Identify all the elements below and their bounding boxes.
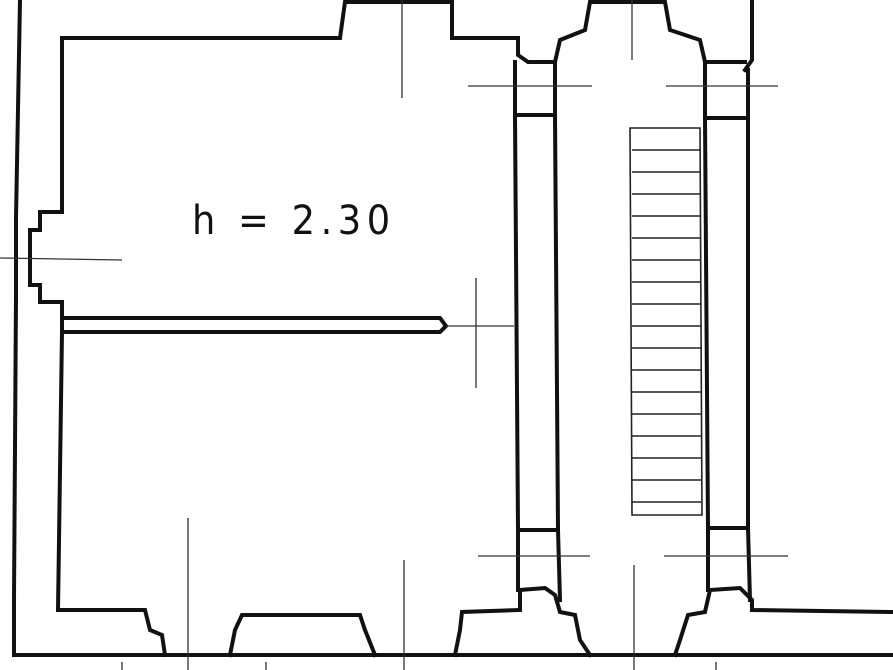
- corridor-wall-left-lower: [516, 527, 563, 603]
- outer-wall-top-right: [742, 0, 754, 73]
- corridor-wall-right-lower: [706, 525, 753, 603]
- corridor-wall-right: [702, 116, 750, 530]
- corridor-wall-right-upper: [703, 60, 750, 120]
- upper-room-outline: [28, 0, 747, 320]
- partition-wall: [60, 316, 449, 334]
- corridor-wall-left-upper: [513, 60, 557, 117]
- lower-room-bottom-wall-3: [672, 585, 893, 658]
- lower-room-bottom-wall: [227, 613, 378, 658]
- outer-wall-left: [12, 0, 893, 657]
- lower-room-outline: [55, 329, 168, 658]
- lower-room-bottom-wall-2: [452, 585, 593, 658]
- axis-lines: [0, 0, 788, 670]
- room-height-label: h = 2.30: [192, 198, 396, 244]
- corridor-wall-left: [512, 113, 561, 532]
- staircase: [629, 127, 703, 516]
